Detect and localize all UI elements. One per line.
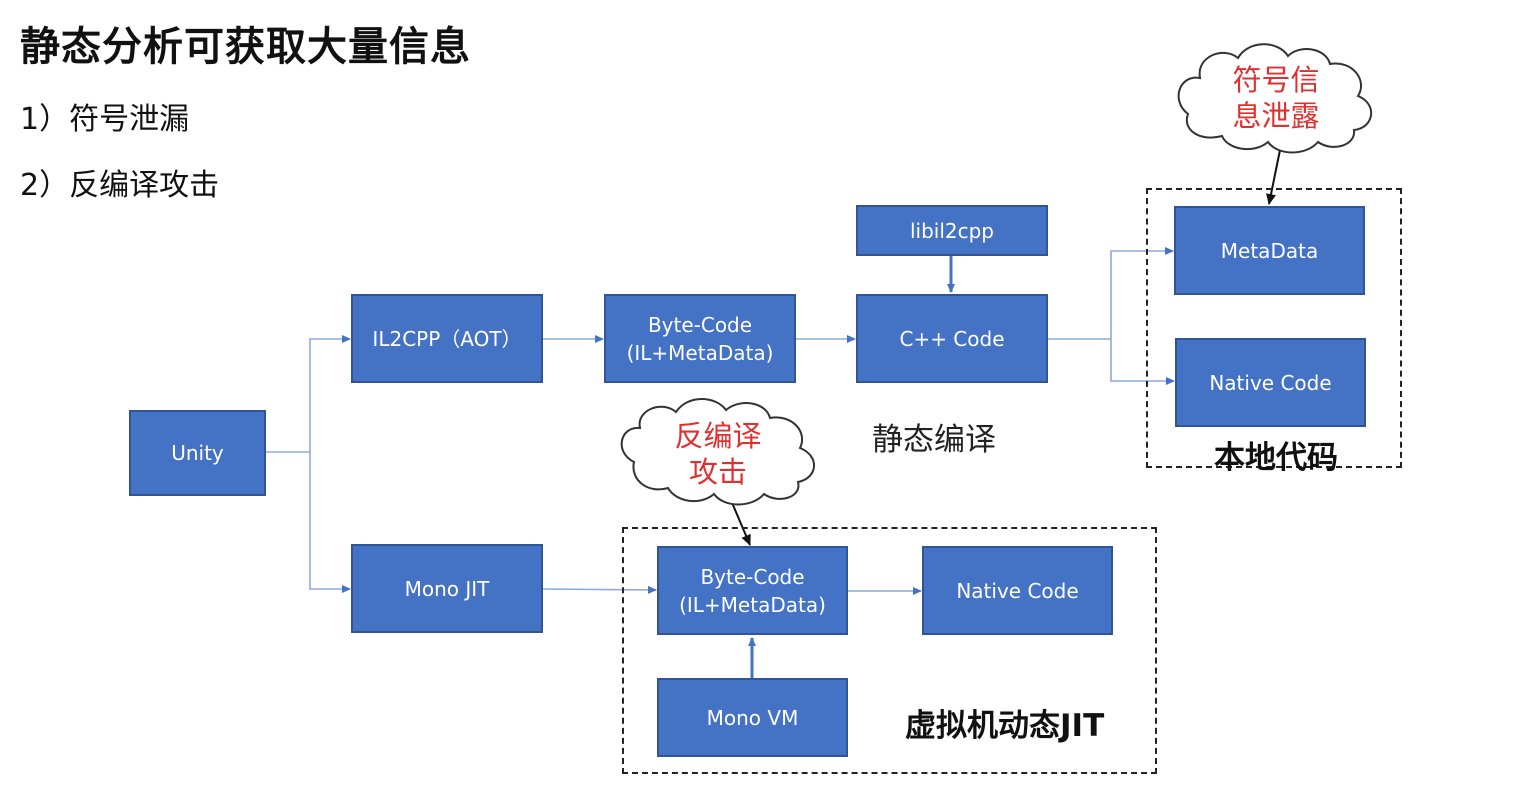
point-symbol-leak: 1）符号泄漏 — [20, 102, 190, 137]
cpp-code-label: C++ Code — [899, 326, 1005, 351]
cloud-decompile — [620, 398, 815, 506]
connector-cpp-to-metadata — [1110, 247, 1174, 339]
connector-monojit-to-bytecode — [541, 585, 657, 594]
native-code-bottom-label: Native Code — [956, 578, 1079, 603]
vm-jit-group-border — [622, 527, 1157, 774]
vm-dynamic-jit-label: 虚拟机动态JIT — [905, 708, 1105, 744]
callout-arrow-decompile — [729, 497, 751, 546]
cloud-symbol-leak-line2: 息泄露 — [1232, 99, 1320, 133]
cloud-decompile-text: 反编译 攻击 — [668, 418, 768, 490]
unity-node: Unity — [129, 410, 266, 496]
mono-jit-label: Mono JIT — [404, 576, 490, 601]
unity-label: Unity — [171, 441, 224, 465]
cpp-code-node: C++ Code — [856, 294, 1048, 383]
cloud-symbol-leak — [1177, 43, 1373, 154]
bytecode-top-line1: Byte-Code — [647, 312, 753, 337]
cloud-decompile-line1: 反编译 — [674, 419, 762, 453]
native-code-group-border — [1146, 188, 1402, 468]
static-compile-label: 静态编译 — [872, 422, 996, 458]
native-code-group-label: 本地代码 — [1214, 440, 1338, 476]
connector-unity-to-il2cpp — [309, 335, 351, 452]
callout-arrow-symbol-leak — [1266, 149, 1281, 205]
mono-vm-label: Mono VM — [706, 705, 799, 730]
il2cpp-label: IL2CPP（AOT） — [372, 326, 522, 351]
metadata-label: MetaData — [1220, 238, 1319, 263]
point-decompile-attack: 2）反编译攻击 — [20, 168, 220, 203]
cloud-symbol-leak-line1: 符号信 — [1232, 63, 1320, 97]
bytecode-bottom-line2: (IL+MetaData) — [679, 592, 826, 617]
bytecode-top-node: Byte-Code (IL+MetaData) — [604, 294, 796, 383]
cloud-symbol-leak-text: 符号信 息泄露 — [1226, 62, 1326, 134]
mono-jit-node: Mono JIT — [351, 544, 543, 633]
libil2cpp-node: libil2cpp — [856, 205, 1048, 256]
cloud-decompile-line2: 攻击 — [688, 455, 747, 489]
libil2cpp-label: libil2cpp — [909, 218, 995, 243]
metadata-node: MetaData — [1174, 206, 1365, 295]
connector-unity-to-mono-jit — [309, 452, 351, 593]
bytecode-top-line2: (IL+MetaData) — [626, 340, 774, 365]
page-title: 静态分析可获取大量信息 — [20, 24, 471, 70]
bytecode-bottom-node: Byte-Code (IL+MetaData) — [657, 546, 848, 635]
native-code-top-node: Native Code — [1175, 338, 1366, 427]
mono-vm-node: Mono VM — [657, 678, 848, 757]
il2cpp-aot-node: IL2CPP（AOT） — [351, 294, 543, 383]
bytecode-bottom-line1: Byte-Code — [700, 564, 805, 589]
connector-cpp-to-native — [1110, 339, 1175, 385]
native-code-top-label: Native Code — [1209, 370, 1332, 395]
native-code-bottom-node: Native Code — [922, 546, 1113, 635]
